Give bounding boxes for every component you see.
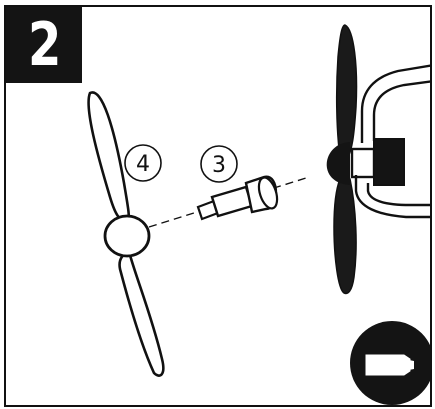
- fuselage-outline: [354, 64, 430, 219]
- callout-3: 3: [200, 145, 238, 183]
- spinner-cap: [326, 142, 350, 185]
- screw-part: [196, 175, 279, 221]
- step-number: 2: [28, 10, 61, 80]
- mounted-propeller: [326, 24, 358, 295]
- loose-propeller: [87, 91, 165, 377]
- cylinder-part-icon: [350, 321, 430, 405]
- propeller-hub-mount: [350, 138, 405, 186]
- callout-4-label: 4: [136, 152, 150, 177]
- assembly-illustration: 4 3: [87, 24, 430, 405]
- callout-4: 4: [124, 144, 162, 182]
- step-badge: 2: [6, 7, 82, 83]
- callout-3-label: 3: [212, 153, 226, 178]
- propeller-hub: [103, 214, 151, 258]
- instruction-panel: 2 4 3: [4, 5, 432, 407]
